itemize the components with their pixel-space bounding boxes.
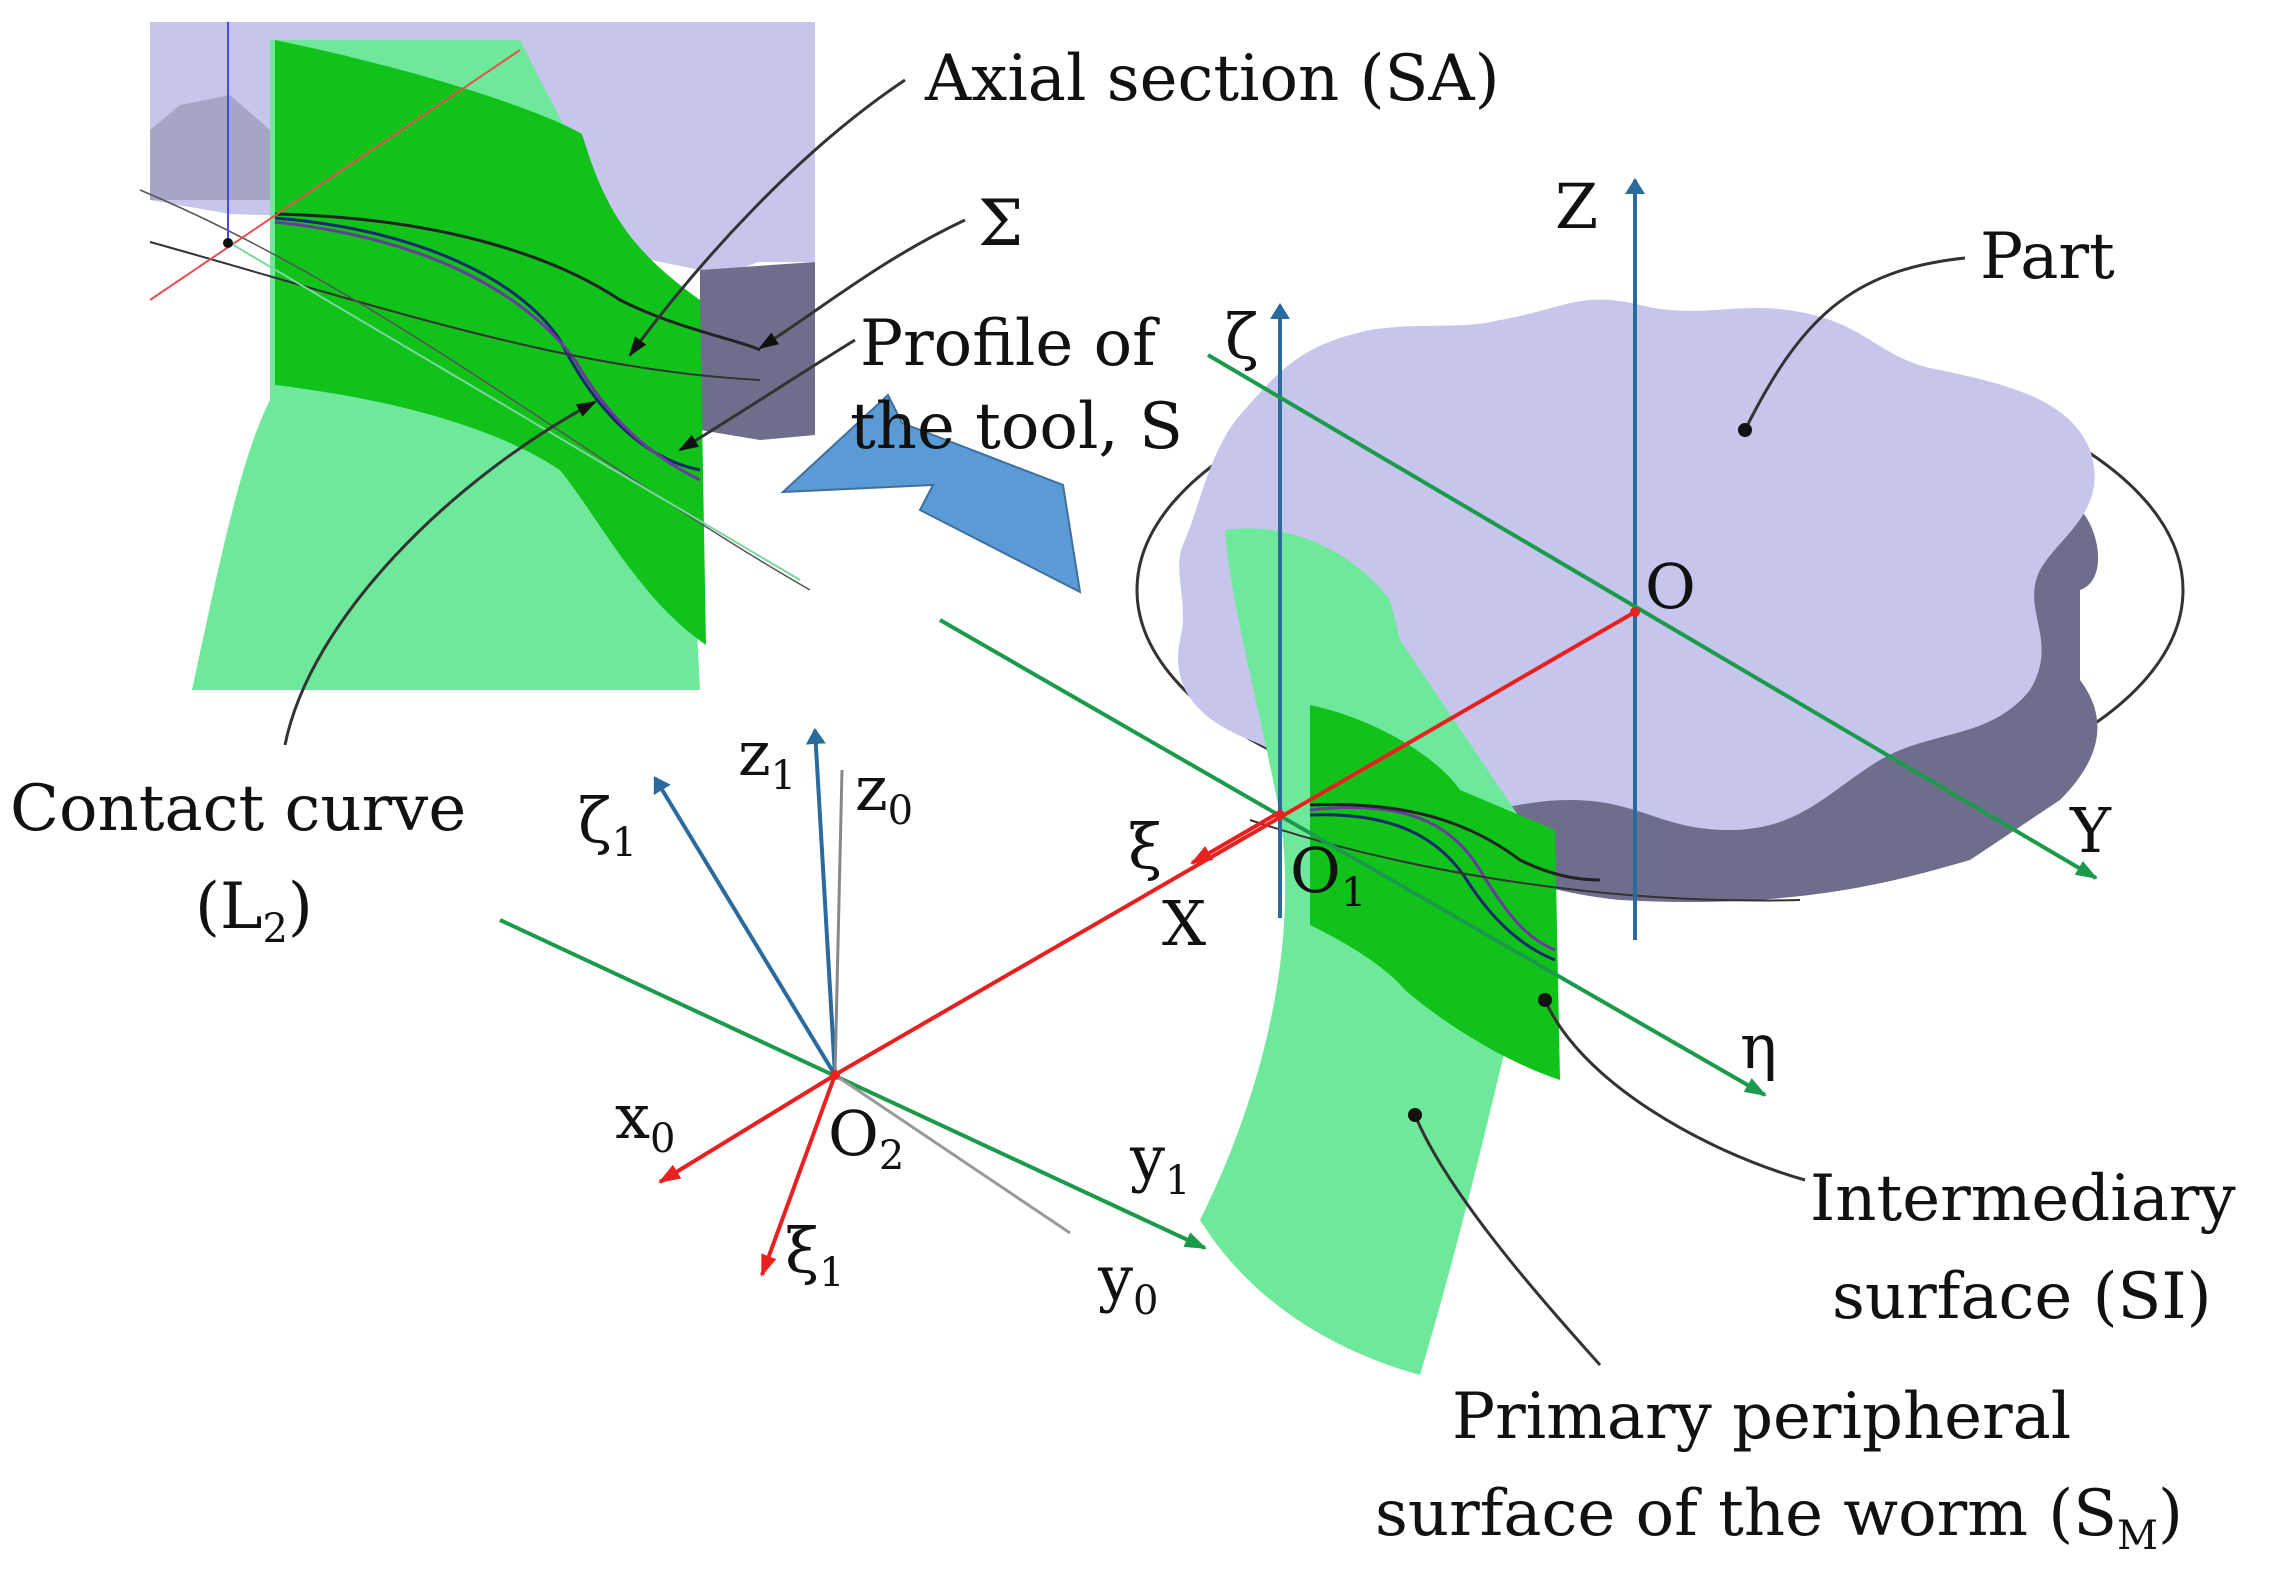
label-axial-section: Axial section (SA) <box>924 42 1500 116</box>
part-contact-curve-1 <box>1309 806 1556 952</box>
xi-axis-arrow <box>1190 810 1282 865</box>
axis-label-Y: Y <box>2069 794 2112 867</box>
label-profile-2: the tool, S <box>850 390 1183 464</box>
z0-axis <box>833 769 844 1076</box>
part-contact-curve-3 <box>1309 802 1601 882</box>
label-intermediary-2: surface (SI) <box>1832 1260 2212 1334</box>
leader-axial-section <box>628 78 906 357</box>
inset-view <box>139 22 815 690</box>
x0-axis <box>658 1073 837 1184</box>
inset-part-side <box>700 262 815 440</box>
zeta1-axis <box>653 776 837 1077</box>
label-primary-2: surface of the worm (SM) <box>1375 1477 2183 1559</box>
leader-part-dot <box>1738 423 1752 437</box>
axis-label-O2: O2 <box>828 1097 904 1179</box>
label-intermediary-1: Intermediary <box>1810 1162 2236 1236</box>
label-primary-1: Primary peripheral <box>1452 1380 2071 1454</box>
leader-intermediary-dot <box>1538 993 1552 1007</box>
origin-O1-dot <box>1275 810 1285 820</box>
label-part: Part <box>1980 220 2115 294</box>
text-labels: Axial section (SA) Σ Part Profile of the… <box>10 42 2236 1559</box>
xi1-axis <box>760 1074 837 1277</box>
inset-red-axis <box>149 49 521 301</box>
inset-green-axis <box>229 242 801 581</box>
axis-label-z1: z1 <box>738 717 796 799</box>
leader-profile <box>678 338 856 452</box>
axis-label-y0: y0 <box>1097 1242 1158 1324</box>
axis-label-Z: Z <box>1555 170 1598 243</box>
inset-intermediary-surface <box>275 40 706 645</box>
axis-label-eta: η <box>1740 1010 1777 1083</box>
leader-sigma <box>758 218 966 350</box>
leader-intermediary <box>1543 999 1806 1182</box>
label-profile-1: Profile of <box>860 307 1160 381</box>
origin-O2-dot <box>830 1070 840 1080</box>
axis-label-x0: x0 <box>615 1080 675 1162</box>
y0-axis <box>834 1073 1071 1235</box>
inset-profile-curve-3 <box>274 212 761 352</box>
axis-label-O1: O1 <box>1290 834 1366 916</box>
direction-arrow <box>780 393 1082 594</box>
axes <box>499 178 2098 1277</box>
axis-label-zeta1: ζ1 <box>578 784 637 866</box>
inset-profile-curve-2 <box>274 220 701 482</box>
part-contact-curve-2 <box>1309 813 1556 962</box>
label-sigma: Σ <box>978 187 1023 261</box>
leader-contact <box>283 400 597 746</box>
leader-primary <box>1413 1114 1602 1366</box>
Y-axis <box>1206 353 2098 880</box>
origin-O-dot <box>1630 607 1640 617</box>
z1-axis <box>805 728 837 1076</box>
leader-lines <box>283 78 1966 1366</box>
X-axis <box>836 610 1637 1075</box>
axis-label-xi: ξ <box>1128 810 1162 883</box>
axis-label-O: O <box>1645 550 1696 623</box>
axis-label-xi1: ξ1 <box>785 1214 845 1296</box>
label-contact-1: Contact curve <box>10 772 466 846</box>
intermediary-surface <box>1310 705 1560 1080</box>
axis-label-z0: z0 <box>855 752 913 834</box>
inset-part-side-lower <box>150 95 270 200</box>
axis-label-X: X <box>1162 887 1206 960</box>
label-contact-2: (L2) <box>195 870 313 952</box>
leader-primary-dot <box>1408 1108 1422 1122</box>
axis-label-zeta: ζ <box>1225 300 1259 373</box>
leader-part <box>1743 256 1966 431</box>
inset-origin-dot <box>223 238 233 248</box>
inset-profile-curve-4 <box>149 241 761 381</box>
axis-label-y1: y1 <box>1129 1122 1190 1204</box>
y1-axis <box>499 918 1207 1250</box>
eta-axis <box>939 618 1767 1097</box>
part-contact-curve-4 <box>1249 819 1801 902</box>
